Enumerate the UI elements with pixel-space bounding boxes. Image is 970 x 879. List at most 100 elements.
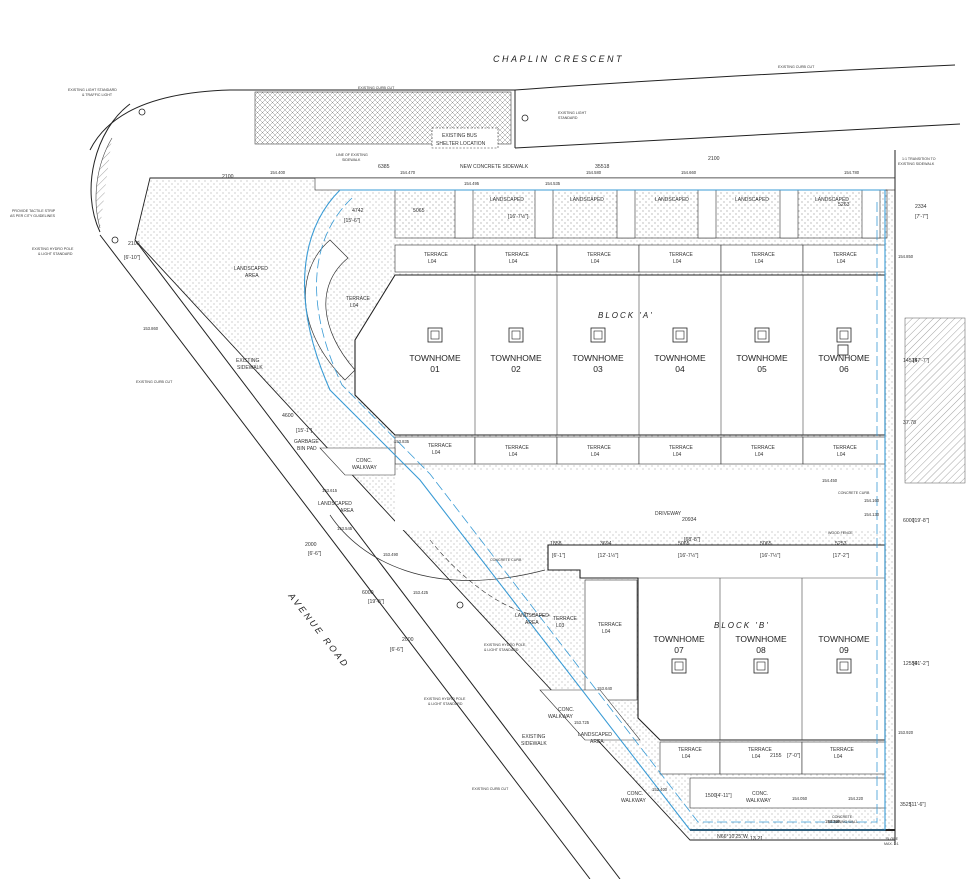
corner-curb [90,103,131,233]
unit-window-inner [839,330,849,340]
svg-text:L03: L03 [556,623,565,629]
svg-text:AS PER CITY GUIDELINES: AS PER CITY GUIDELINES [10,214,56,218]
svg-text:153.290: 153.290 [825,819,841,824]
svg-text:AREA: AREA [590,739,604,745]
svg-text:EXISTING CURB CUT: EXISTING CURB CUT [472,787,509,791]
townhome-label: TOWNHOME [818,353,870,363]
unit-window-inner [430,330,440,340]
svg-text:AREA: AREA [525,620,539,626]
svg-text:TERRACE: TERRACE [346,296,371,302]
svg-text:[15'-1"]: [15'-1"] [296,428,313,434]
svg-text:5253: 5253 [835,541,847,547]
landscaped-label-4: LANDSCAPED [735,197,769,203]
svg-text:L04: L04 [602,629,611,635]
svg-text:SIDEWALK: SIDEWALK [521,741,547,747]
svg-text:5263: 5263 [838,202,850,208]
block-a-party-walls [474,275,804,435]
sidewalk-length: 35518 [595,164,610,170]
svg-text:CONC.: CONC. [752,791,768,797]
svg-text:[16'-7½"]: [16'-7½"] [760,552,781,559]
unit-window-inner [839,661,849,671]
block-b-party-walls [638,577,885,740]
unit-window-inner [757,330,767,340]
svg-text:153.725: 153.725 [574,720,590,725]
unit-window-inner [675,330,685,340]
adjacent-property-hatch [904,317,966,484]
landscaped-label-5: LANDSCAPED [815,197,849,203]
svg-text:EXISTING HYDRO POLE: EXISTING HYDRO POLE [32,247,74,251]
unit-window-icon [672,327,688,343]
svg-text:L04: L04 [673,259,682,265]
svg-text:2334: 2334 [915,204,927,210]
svg-text:[15'-6"]: [15'-6"] [344,218,361,224]
svg-text:TERRACE: TERRACE [669,445,694,451]
landscaped-label-1: LANDSCAPED [490,197,524,203]
svg-text:2100: 2100 [128,241,140,247]
svg-text:2000: 2000 [402,637,414,643]
svg-text:1:1 TRANSITION TO: 1:1 TRANSITION TO [902,157,936,161]
new-sidewalk-label: NEW CONCRETE SIDEWALK [460,164,529,170]
svg-text:TERRACE: TERRACE [669,252,694,258]
svg-text:[19'-8"]: [19'-8"] [913,518,930,524]
svg-text:CONC.: CONC. [356,458,372,464]
svg-text:TERRACE: TERRACE [428,443,453,449]
svg-text:2155: 2155 [770,753,782,759]
svg-text:STANDARD: STANDARD [558,116,578,120]
block-a-terraces-north [394,244,886,273]
light-standard-icon-2 [521,114,529,122]
svg-text:20934: 20934 [682,517,697,523]
svg-text:TERRACE: TERRACE [505,252,530,258]
svg-text:5065: 5065 [678,541,690,547]
tactile-strip [95,137,113,229]
bus-shelter-box [431,127,499,149]
lower-walkway [539,689,641,741]
svg-text:6000: 6000 [903,518,915,524]
svg-text:L04: L04 [834,754,843,760]
svg-text:CONC.: CONC. [558,707,574,713]
unit-window-icon [754,327,770,343]
dimension-text: 2100 [6'-10"] 4742 [15'-6"] 5065 [16'-7½… [124,156,930,842]
svg-text:TERRACE: TERRACE [598,622,623,628]
townhome-label: TOWNHOME [653,634,705,644]
svg-text:153.615: 153.615 [322,488,338,493]
svg-text:TERRACE: TERRACE [830,747,855,753]
svg-text:TERRACE: TERRACE [587,252,612,258]
svg-text:4600: 4600 [282,413,294,419]
svg-text:12550: 12550 [903,661,918,667]
svg-text:EXISTING CURB CUT: EXISTING CURB CUT [358,86,395,90]
svg-text:154.580: 154.580 [586,170,602,175]
svg-text:BIN PAD: BIN PAD [297,446,317,452]
svg-text:& LIGHT STANDARD: & LIGHT STANDARD [38,252,73,256]
unit-window-inner [674,661,684,671]
svg-text:LANDSCAPED: LANDSCAPED [318,501,352,507]
svg-text:GARBAGE: GARBAGE [294,439,319,445]
svg-text:EXISTING HYDRO POLE: EXISTING HYDRO POLE [424,697,466,701]
townhome-number: 03 [593,364,603,374]
landscape-arc [329,514,546,581]
svg-text:WALKWAY: WALKWAY [746,798,771,804]
svg-text:154.130: 154.130 [864,512,880,517]
svg-text:L04: L04 [509,452,518,458]
svg-text:& LIGHT STANDARD: & LIGHT STANDARD [484,648,519,652]
townhome-label: TOWNHOME [736,353,788,363]
svg-text:5065: 5065 [413,208,425,214]
svg-text:EXISTING CURB CUT: EXISTING CURB CUT [136,380,173,384]
block-a-label: BLOCK 'A' [598,311,654,320]
svg-text:153.425: 153.425 [413,590,429,595]
svg-text:[7'-7"]: [7'-7"] [915,214,929,220]
svg-text:3525: 3525 [900,802,912,808]
townhome-label: TOWNHOME [572,353,624,363]
landscaped-label-2: LANDSCAPED [570,197,604,203]
svg-text:[4'-11"]: [4'-11"] [716,793,732,799]
block-b-label: BLOCK 'B' [714,621,770,630]
svg-text:CONCRETE CURB: CONCRETE CURB [490,558,522,562]
svg-text:& TRAFFIC LIGHT: & TRAFFIC LIGHT [82,93,113,97]
svg-text:[68'-8"]: [68'-8"] [684,537,701,543]
svg-text:LINE OF EXISTING: LINE OF EXISTING [336,153,368,157]
bus-shelter-label-2: SHELTER LOCATION [436,141,486,147]
svg-text:TERRACE: TERRACE [505,445,530,451]
chaplin-crescent-curbs [89,64,961,151]
svg-text:TERRACE: TERRACE [833,252,858,258]
svg-text:CONCRETE CURB: CONCRETE CURB [838,491,870,495]
